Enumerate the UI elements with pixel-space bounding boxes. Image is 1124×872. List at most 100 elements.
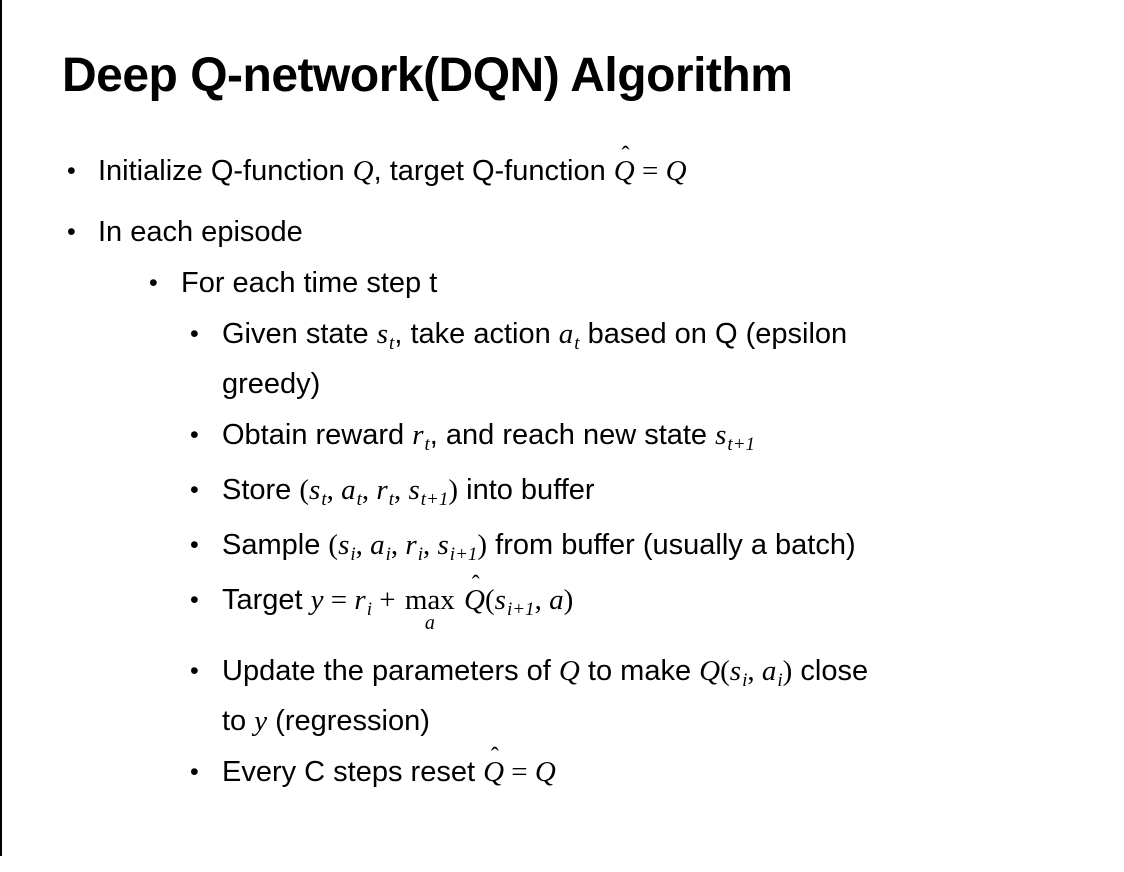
math-subscript: t+1: [727, 434, 756, 455]
math-variable: s: [494, 584, 506, 616]
math-symbol: =: [323, 584, 355, 616]
math-symbol: +: [371, 584, 403, 616]
math-subscript: t: [388, 489, 394, 510]
text-segment: close: [792, 655, 869, 687]
math-symbol: (: [484, 584, 495, 616]
math-subscript: t+1: [420, 489, 449, 510]
bullet-item: •Update the parameters of Q to make Q(si…: [190, 648, 1124, 744]
math-subscript: i: [385, 544, 391, 565]
text-segment: Target: [222, 584, 311, 616]
operator-name: max: [404, 584, 455, 616]
bullet-item: • Sample (si, ai, ri, si+1) from buffer (…: [190, 522, 1124, 572]
math-symbol: ,: [534, 584, 550, 616]
math-variable: s: [408, 474, 420, 506]
math-variable: a: [341, 474, 356, 506]
math-variable: Q: [613, 155, 635, 187]
bullet-line: Obtain reward rt, and reach new state st…: [222, 412, 1124, 462]
math-variable: a: [549, 584, 564, 616]
bullet-content: In each episode: [98, 209, 1124, 255]
bullet-marker: •: [190, 657, 199, 685]
text-segment: Update the parameters of: [222, 655, 559, 687]
bullet-marker: •: [67, 218, 76, 246]
math-symbol: [457, 584, 464, 616]
math-variable: r: [376, 474, 388, 506]
text-segment: Every C steps reset: [222, 756, 484, 788]
math-symbol: ): [563, 584, 574, 616]
math-symbol: (: [299, 474, 310, 506]
math-variable: a: [558, 318, 574, 350]
hat-accent: ˆ: [490, 744, 499, 770]
bullet-line: Initialize Q-function Q, target Q-functi…: [98, 144, 1124, 194]
bullet-item: • In each episode: [67, 209, 1124, 255]
math-variable: r: [412, 419, 424, 451]
text-segment: In each episode: [98, 216, 303, 248]
text-segment: (regression): [267, 705, 430, 737]
math-variable: s: [309, 474, 321, 506]
bullet-list: • Initialize Q-function Q, target Q-funct…: [0, 144, 1124, 795]
math-symbol: ,: [423, 529, 438, 561]
math-symbol: (: [720, 655, 730, 687]
text-segment: greedy): [222, 368, 321, 400]
bullet-content: For each time step t: [181, 260, 1124, 306]
text-segment: Obtain reward: [222, 419, 413, 451]
bullet-content: Sample (si, ai, ri, si+1) from buffer (u…: [222, 522, 1124, 572]
math-symbol: =: [634, 155, 666, 187]
math-subscript: i: [366, 599, 372, 620]
math-subscript: t: [321, 489, 327, 510]
text-segment: into buffer: [458, 474, 595, 506]
math-variable: r: [354, 584, 366, 616]
math-subscript: i: [350, 544, 356, 565]
text-segment: to: [222, 705, 255, 737]
operator-under-script: a: [424, 612, 435, 634]
math-variable: s: [376, 318, 389, 350]
bullet-line: greedy): [222, 361, 1124, 407]
math-variable: y: [310, 584, 324, 616]
math-variable: Q: [464, 584, 485, 616]
text-segment: Given state: [222, 318, 377, 350]
math-variable: Q: [558, 655, 580, 687]
text-segment: Sample: [222, 529, 329, 561]
bullet-content: Store (st, at, rt, st+1) into buffer: [222, 467, 1124, 517]
math-subscript: i: [417, 544, 423, 565]
bullet-marker: •: [190, 421, 199, 449]
math-subscript: i: [777, 670, 783, 691]
slide-left-border: [0, 0, 2, 856]
math-variable: a: [761, 655, 777, 687]
text-segment: to make: [579, 655, 700, 687]
math-variable: s: [715, 419, 727, 451]
math-symbol: ,: [747, 655, 762, 687]
bullet-line: Store (st, at, rt, st+1) into buffer: [222, 467, 1124, 517]
text-segment: , target Q-function: [373, 155, 614, 187]
text-segment: For each time step t: [181, 267, 438, 299]
math-variable: s: [729, 655, 742, 687]
bullet-line: Sample (si, ai, ri, si+1) from buffer (u…: [222, 522, 1124, 572]
math-symbol: ,: [355, 529, 371, 561]
bullet-content: Initialize Q-function Q, target Q-functi…: [98, 144, 1124, 194]
math-subscript: i+1: [506, 599, 535, 620]
bullet-item: •Store (st, at, rt, st+1) into buffer: [190, 467, 1124, 517]
math-variable: Q: [665, 155, 687, 187]
math-variable: Q: [534, 756, 556, 788]
math-subscript: t: [389, 333, 395, 354]
bullet-marker: •: [190, 531, 199, 559]
bullet-line: to y (regression): [222, 698, 1124, 744]
bullet-item: •Given state st, take action at based on…: [190, 311, 1124, 407]
math-subscript: t: [356, 489, 362, 510]
math-subscript: t: [424, 434, 430, 455]
hat-accent: ˆ: [471, 572, 480, 598]
bullet-line: Given state st, take action at based on …: [222, 311, 1124, 361]
bullet-item: •Obtain reward rt, and reach new state s…: [190, 412, 1124, 462]
math-symbol: ): [448, 474, 459, 506]
math-variable: s: [338, 529, 350, 561]
math-symbol: (: [328, 529, 339, 561]
math-symbol: ,: [326, 474, 342, 506]
bullet-marker: •: [190, 320, 199, 348]
